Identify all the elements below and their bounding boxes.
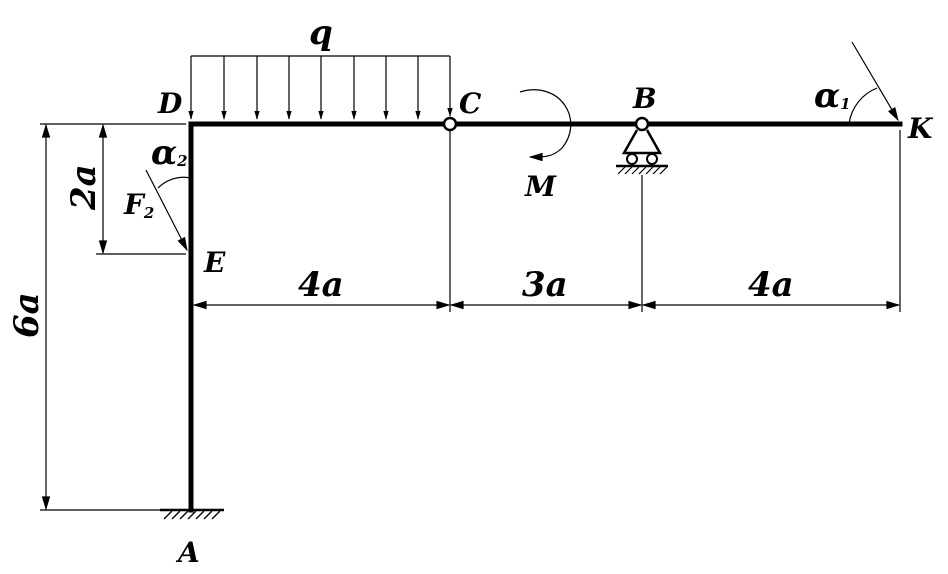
dim-label-BK: 4a (748, 265, 794, 305)
force-F2 (145, 169, 192, 252)
dim-label-CB: 3a (522, 265, 568, 305)
label-D: D (157, 87, 183, 120)
label-q: q (309, 13, 333, 53)
dim-label-DA: 6a (7, 292, 47, 338)
dim-label-DE: 2a (64, 164, 104, 211)
label-M: M (524, 170, 557, 203)
moment-M (519, 89, 572, 162)
label-A: A (175, 536, 200, 569)
label-E: E (203, 246, 226, 279)
label-alpha2: α2 (151, 133, 188, 173)
label-alpha1: α1 (814, 76, 851, 116)
dimension-lines (40, 123, 901, 511)
frame-structure (188, 121, 903, 513)
roller-support-B (616, 116, 668, 175)
label-B: B (632, 82, 657, 115)
label-K: K (907, 112, 934, 145)
label-F2: F2 (123, 188, 154, 222)
label-C: C (459, 87, 482, 120)
hinge-C (442, 116, 458, 132)
distributed-load-q (188, 55, 453, 120)
force-K (848, 41, 899, 125)
dim-label-DC: 4a (298, 265, 344, 305)
